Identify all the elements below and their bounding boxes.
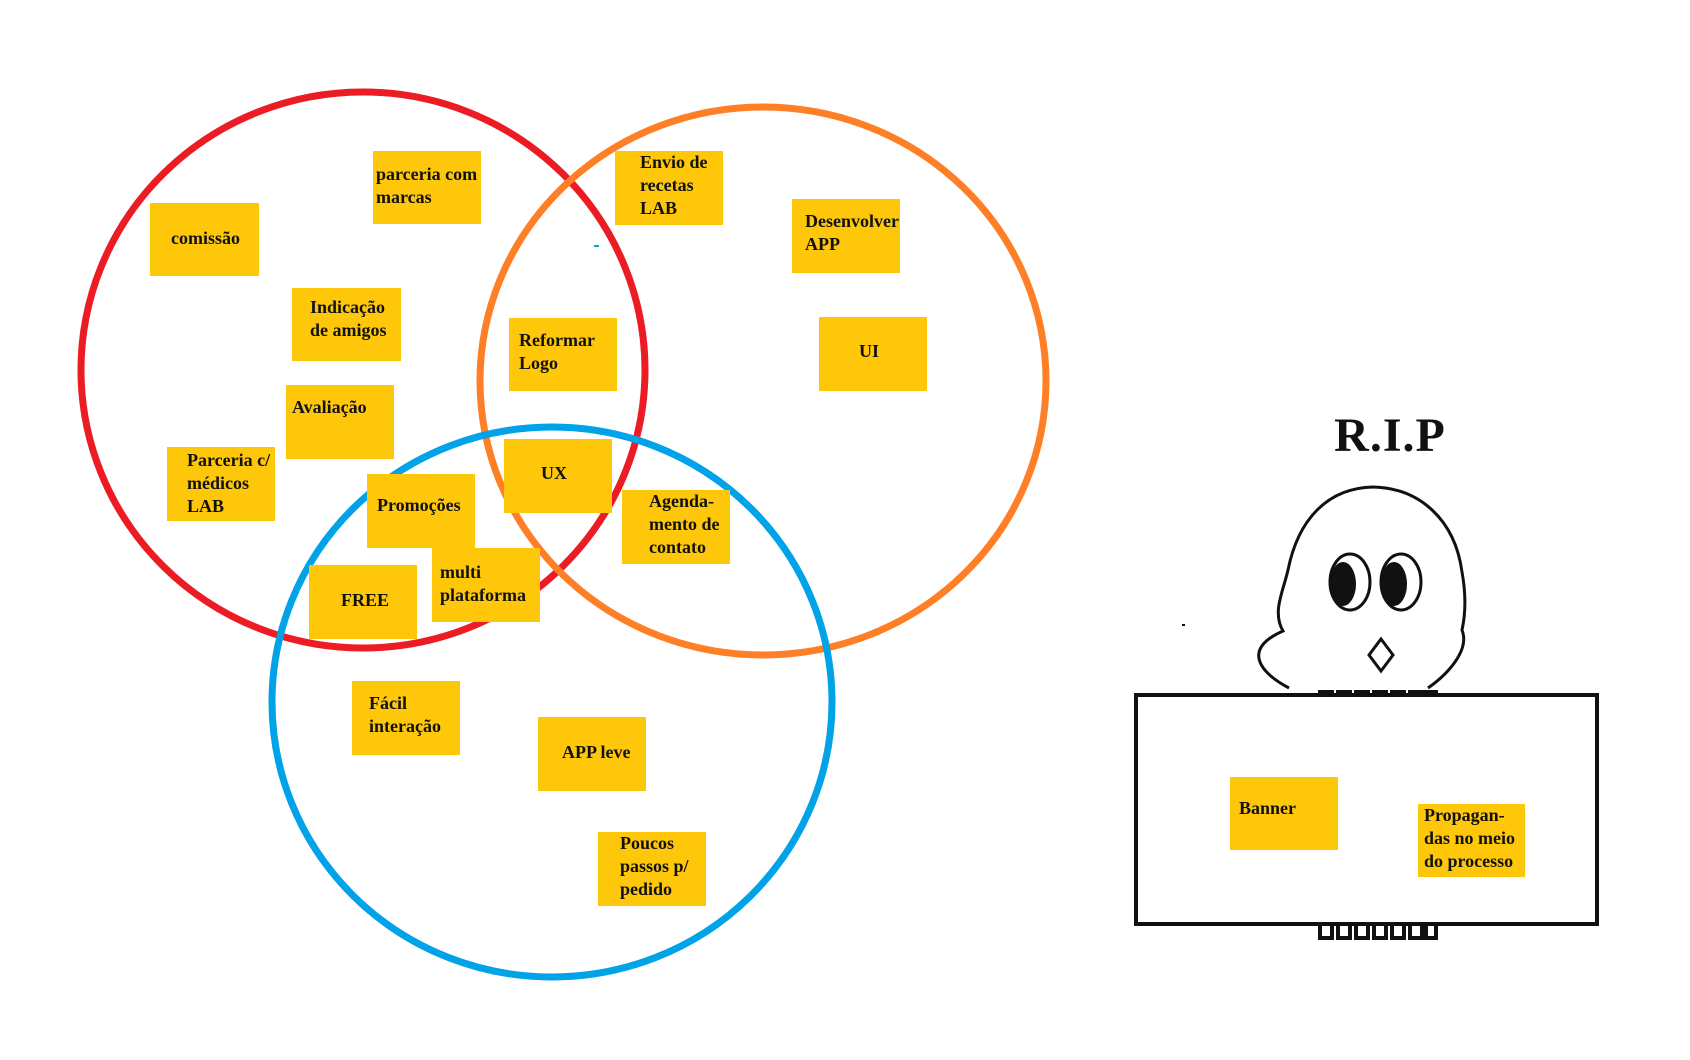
stray-speck-black [1182, 624, 1185, 626]
note-banner: Banner [1230, 777, 1338, 850]
note-reformar-logo: Reformar Logo [509, 318, 617, 391]
note-propagandas: Propagan- das no meio do processo [1418, 804, 1525, 877]
note-parceria-medicos: Parceria c/ médicos LAB [167, 447, 275, 521]
note-free: FREE [309, 565, 417, 639]
skull-right-pupil [1381, 562, 1407, 606]
rip-title: R.I.P [1334, 409, 1446, 462]
note-desenvolver-app: Desenvolver APP [792, 199, 900, 273]
stray-speck-blue [594, 245, 599, 247]
note-ux: UX [504, 439, 612, 513]
note-promocoes: Promoções [367, 474, 475, 548]
note-comissao: comissão [150, 203, 259, 276]
note-ui: UI [819, 317, 927, 391]
rip-sign-box [1134, 693, 1599, 926]
note-facil-interacao: Fácil interação [352, 681, 460, 755]
note-poucos-passos: Poucos passos p/ pedido [598, 832, 706, 906]
note-envio-de-receitas: Envio de recetas LAB [615, 151, 723, 225]
orange-circle [476, 103, 1050, 659]
skull-nose [1367, 636, 1395, 674]
note-parceria-com-marcas: parceria com marcas [373, 151, 481, 224]
note-multi-plataforma: multi plataforma [432, 548, 540, 622]
blue-circle [268, 423, 836, 981]
note-app-leve: APP leve [538, 717, 646, 791]
skull-left-pupil [1330, 562, 1356, 606]
note-indicacao-de-amigos: Indicação de amigos [292, 288, 401, 361]
note-avaliacao: Avaliação [286, 385, 394, 459]
red-circle [77, 88, 649, 652]
note-agendamento-de-contato: Agenda- mento de contato [622, 490, 730, 564]
